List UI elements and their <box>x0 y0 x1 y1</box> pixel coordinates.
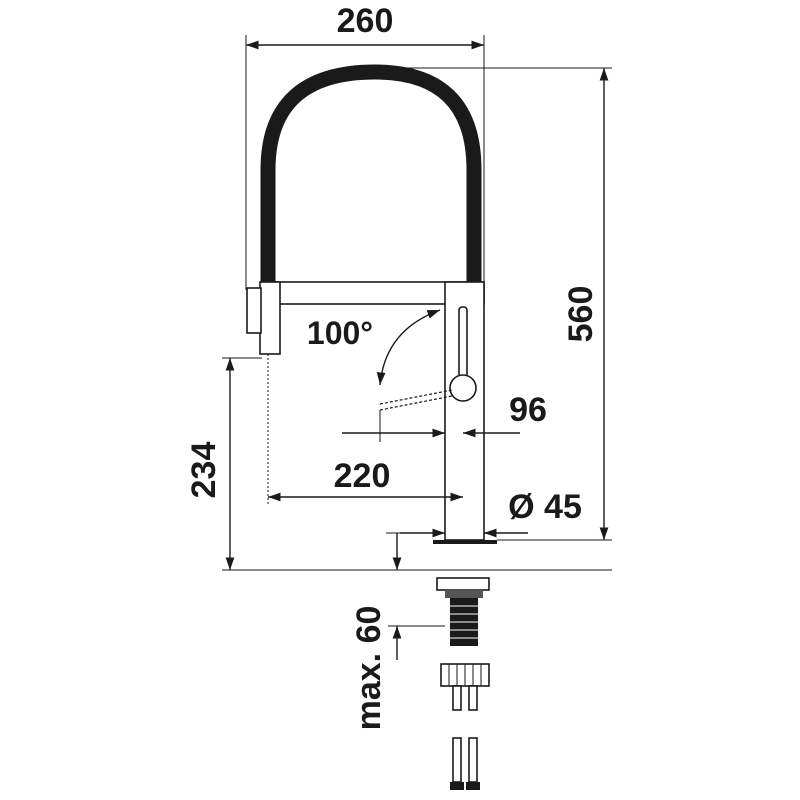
mount-washer <box>436 577 490 591</box>
spray-head <box>259 281 281 355</box>
dim-spout-reach: 220 <box>334 457 391 495</box>
dimension-lines <box>222 35 612 660</box>
spray-head-nozzle <box>246 287 262 334</box>
dim-body-diameter: Ø 45 <box>508 488 582 526</box>
dim-height-total: 560 <box>562 286 600 343</box>
spray-hose <box>260 64 482 282</box>
lever-handle <box>458 306 468 378</box>
faucet-body <box>246 64 497 790</box>
base-plate <box>433 540 497 544</box>
dim-swivel-angle: 100° <box>307 315 373 351</box>
mounting-nut <box>440 663 490 687</box>
dim-lever-reach: 96 <box>509 391 547 429</box>
lever-knob <box>449 374 477 402</box>
dim-spout-height: 234 <box>185 442 223 499</box>
lever-swing-position <box>379 389 453 405</box>
dim-counter-thickness: max. 60 <box>350 606 388 731</box>
supply-pipes <box>450 685 480 790</box>
dim-width-total: 260 <box>337 2 394 40</box>
threaded-shank <box>450 598 478 646</box>
